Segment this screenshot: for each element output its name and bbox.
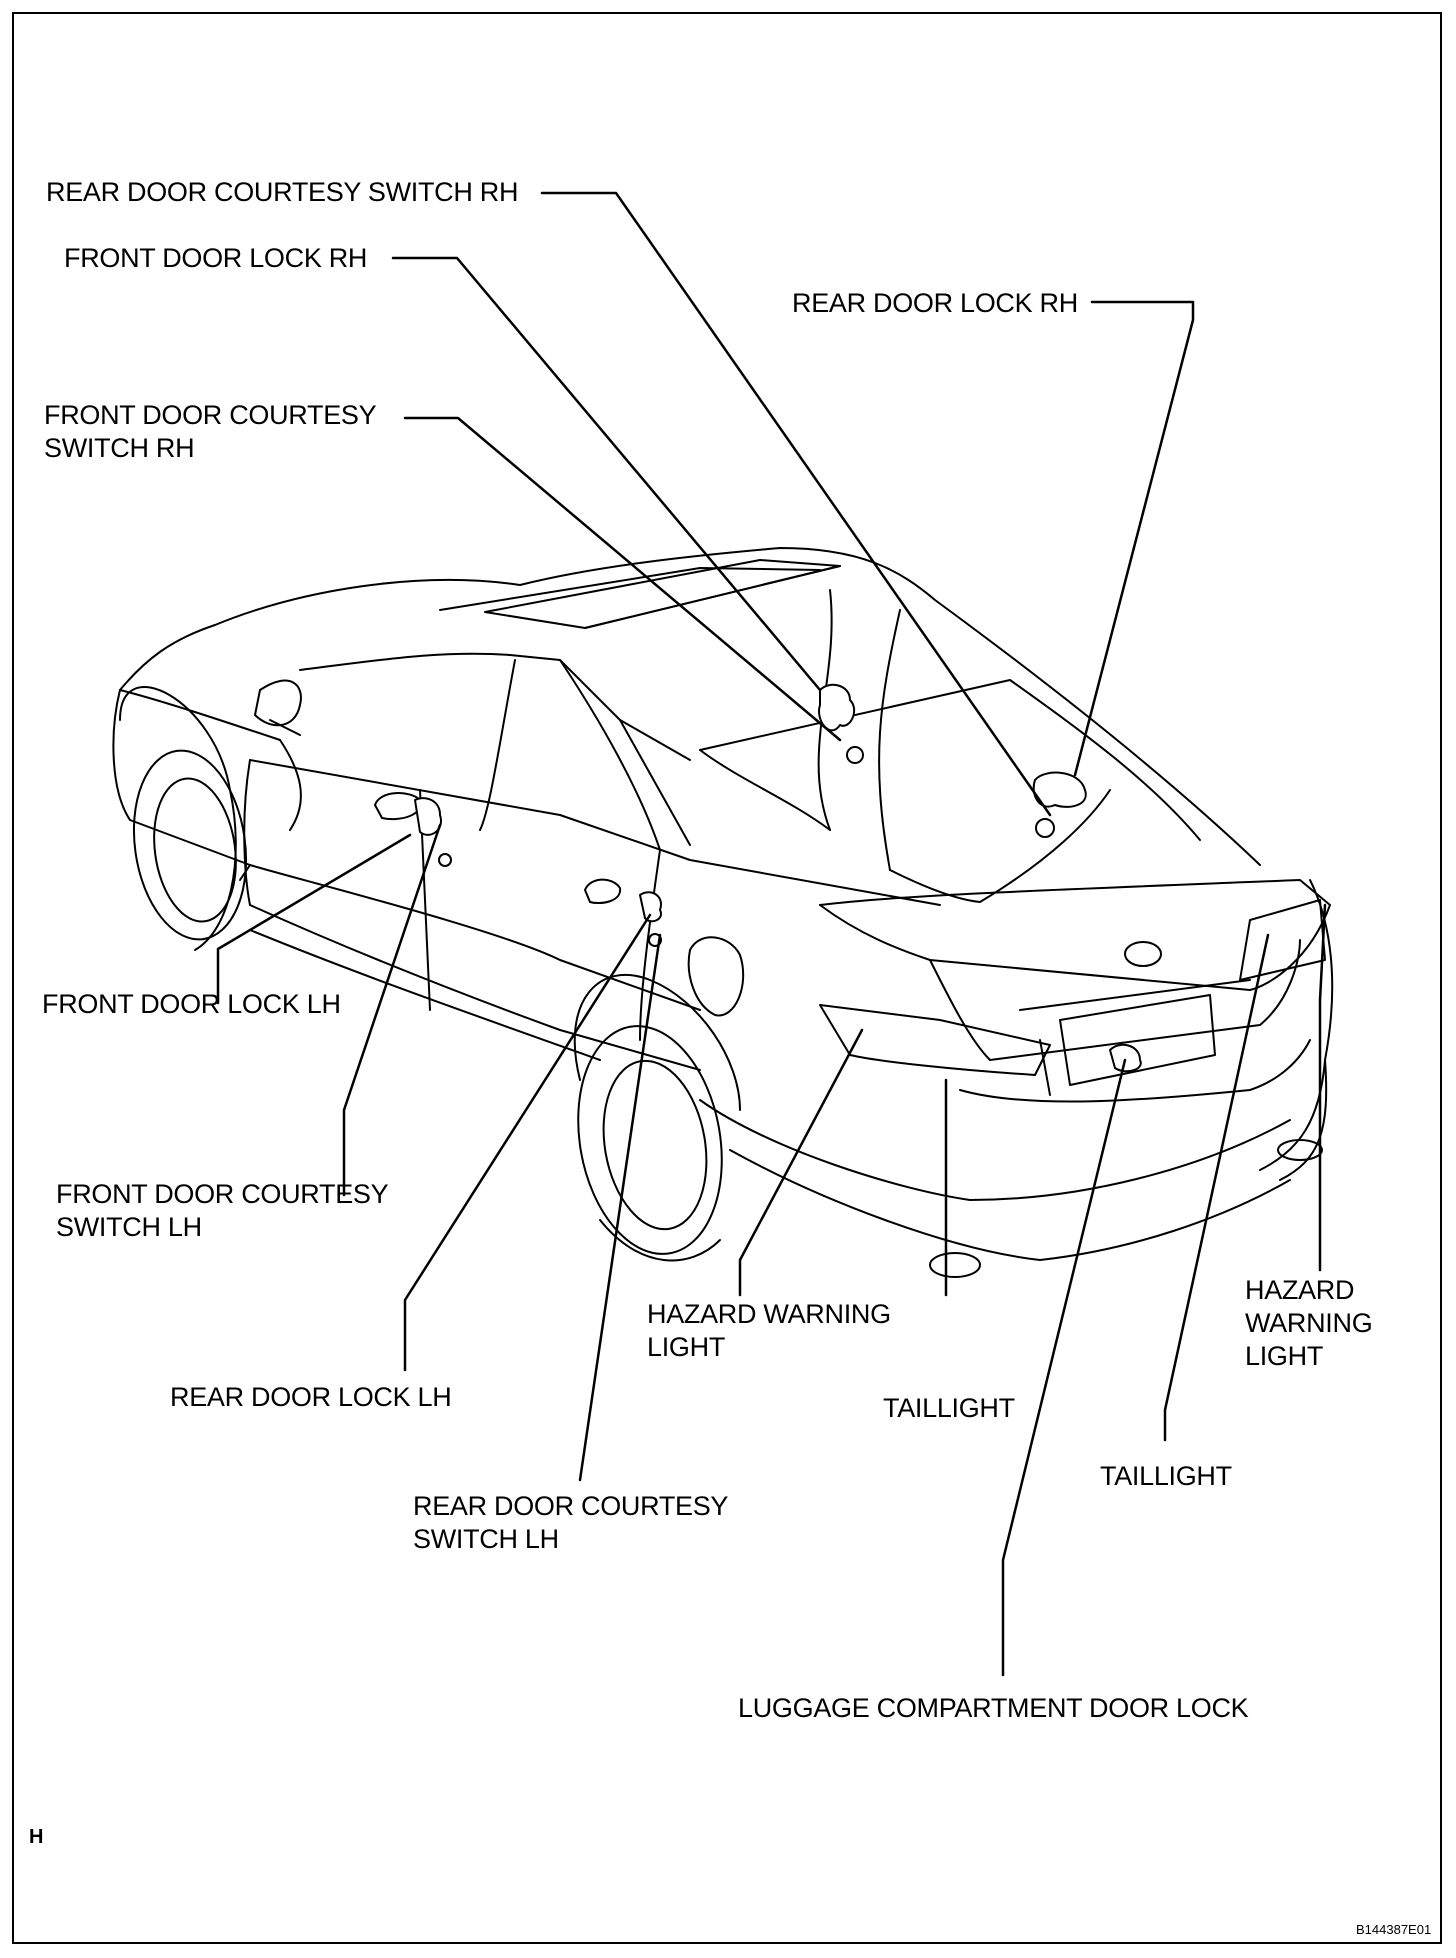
label-front-door-courtesy-switch-rh: FRONT DOOR COURTESY SWITCH RH: [44, 400, 377, 463]
label-taillight-center: TAILLIGHT: [883, 1393, 1015, 1423]
label-hazard-warning-light-right: HAZARD WARNING LIGHT: [1245, 1275, 1373, 1371]
car-outline: [112, 547, 1334, 1278]
label-rear-door-courtesy-switch-rh: REAR DOOR COURTESY SWITCH RH: [46, 177, 519, 207]
label-hazard-warning-light-left: HAZARD WARNING LIGHT: [647, 1299, 891, 1362]
component-markers: [414, 683, 1142, 1073]
label-front-door-lock-lh: FRONT DOOR LOCK LH: [42, 989, 341, 1019]
label-rear-door-lock-rh: REAR DOOR LOCK RH: [792, 288, 1078, 318]
label-front-door-lock-rh: FRONT DOOR LOCK RH: [64, 243, 368, 273]
label-luggage-compartment-door-lock: LUGGAGE COMPARTMENT DOOR LOCK: [738, 1693, 1249, 1723]
figure-code: B144387E01: [1356, 1922, 1432, 1937]
label-taillight-right: TAILLIGHT: [1100, 1461, 1232, 1491]
label-rear-door-courtesy-switch-lh: REAR DOOR COURTESY SWITCH LH: [413, 1491, 729, 1554]
diagram-frame: [12, 12, 1442, 1944]
label-rear-door-lock-lh: REAR DOOR LOCK LH: [170, 1382, 452, 1412]
leader-lines: [216, 191, 1327, 1677]
section-marker: H: [29, 1826, 44, 1848]
label-front-door-courtesy-switch-lh: FRONT DOOR COURTESY SWITCH LH: [56, 1179, 389, 1242]
